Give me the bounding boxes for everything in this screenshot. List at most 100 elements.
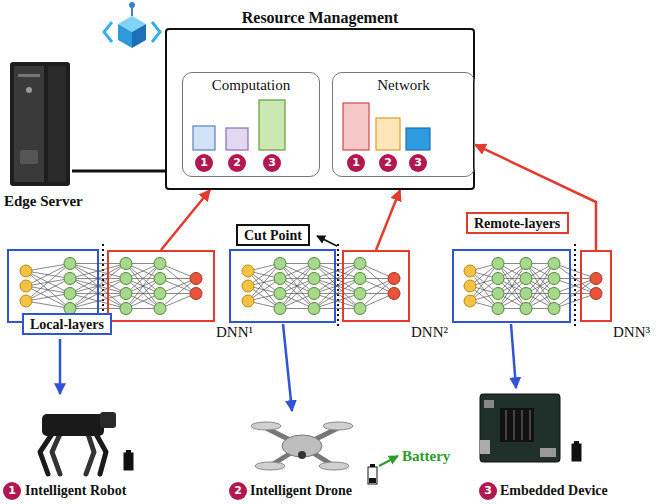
- neuron: [308, 273, 320, 285]
- neuron: [548, 288, 560, 300]
- neuron: [354, 258, 366, 270]
- callout-number: 1: [347, 154, 365, 172]
- neuron: [388, 273, 400, 285]
- network-link: [280, 264, 314, 309]
- network-link: [314, 264, 360, 294]
- callout-number: 3: [263, 154, 281, 172]
- neuron: [492, 258, 504, 270]
- icon-pin-head: [129, 2, 135, 8]
- battery-level: [369, 478, 376, 483]
- neuron: [548, 303, 560, 315]
- callout-number: 3: [409, 154, 427, 172]
- neuron: [520, 288, 532, 300]
- bar: [226, 128, 248, 150]
- remote-layers-box: DNN²: [342, 250, 410, 322]
- cut-point-pointer: [317, 236, 337, 246]
- board: [480, 394, 560, 462]
- neuron: [274, 288, 286, 300]
- neuron: [154, 258, 166, 270]
- drone-propeller: [251, 422, 281, 430]
- port: [480, 440, 490, 454]
- neuron: [120, 288, 132, 300]
- local-layers-box: [230, 250, 335, 322]
- node-text: Intelligent Drone: [250, 483, 352, 499]
- network-link: [498, 264, 526, 309]
- local-layers-box: [453, 250, 570, 322]
- node-text: Embedded Device: [500, 483, 608, 499]
- device: Intelligent Robot: [28, 398, 120, 480]
- callout-number: 3: [479, 482, 497, 500]
- robot-leg: [86, 434, 94, 474]
- neuron: [20, 280, 32, 292]
- neuron: [274, 258, 286, 270]
- battery-icon: [572, 444, 581, 461]
- chip: [484, 400, 494, 408]
- drone-propeller: [323, 422, 353, 430]
- network-link: [554, 294, 596, 309]
- neuron: [464, 265, 476, 277]
- network-link: [26, 294, 70, 302]
- connector: [475, 145, 596, 250]
- network-link: [70, 263, 126, 264]
- network-link: [314, 279, 360, 309]
- neuron: [308, 303, 320, 315]
- chevron-right: [152, 22, 160, 42]
- neuron: [64, 258, 76, 270]
- robot-head: [100, 412, 116, 428]
- node-text: Resource Management: [167, 8, 473, 28]
- network-link: [526, 264, 554, 309]
- cube-left: [118, 24, 132, 48]
- node-text: Cut Point: [244, 227, 302, 245]
- heatsink: [500, 408, 534, 442]
- network-link: [126, 264, 160, 309]
- network-link: [314, 264, 360, 279]
- node-text: Local-layers: [30, 316, 104, 334]
- neuron: [492, 273, 504, 285]
- battery-label: Battery: [402, 447, 450, 465]
- callout-number: 1: [195, 154, 213, 172]
- network-link: [26, 301, 70, 309]
- network-link: [314, 263, 360, 264]
- heatsink-fin: [513, 410, 515, 440]
- callout-box: Remote-layers: [466, 212, 569, 234]
- network-link: [314, 264, 360, 294]
- callout-number: 2: [228, 154, 246, 172]
- bar: [193, 126, 215, 150]
- neuron: [64, 288, 76, 300]
- neuron: [464, 280, 476, 292]
- neuron: [464, 295, 476, 307]
- drone-camera: [298, 451, 306, 459]
- device: Intelligent Drone: [250, 415, 355, 477]
- node-text: DNN²: [411, 323, 448, 341]
- connector: [376, 190, 400, 250]
- network-link: [70, 279, 126, 309]
- network-link: [554, 279, 596, 294]
- neuron: [520, 303, 532, 315]
- network-link: [70, 264, 126, 294]
- network-link: [526, 264, 554, 309]
- node-text: Intelligent Robot: [25, 483, 127, 499]
- neuron: [274, 273, 286, 285]
- neuron: [590, 273, 602, 285]
- callout-box: Local-layers: [22, 313, 112, 335]
- bar: [343, 103, 369, 150]
- port: [540, 448, 556, 457]
- deploy-arrow: [511, 324, 516, 388]
- bar: [376, 118, 400, 150]
- node-text: Network: [333, 73, 474, 94]
- network-link: [498, 264, 526, 309]
- network-link: [70, 294, 126, 309]
- neuron: [120, 273, 132, 285]
- node-text: DNN³: [613, 323, 650, 341]
- neuron: [190, 288, 202, 300]
- neuron: [154, 273, 166, 285]
- network-link: [26, 271, 70, 309]
- node-text: Remote-layers: [474, 215, 560, 233]
- edge-server: Edge Server: [8, 60, 72, 186]
- neuron: [548, 273, 560, 285]
- neuron: [492, 288, 504, 300]
- neuron: [520, 258, 532, 270]
